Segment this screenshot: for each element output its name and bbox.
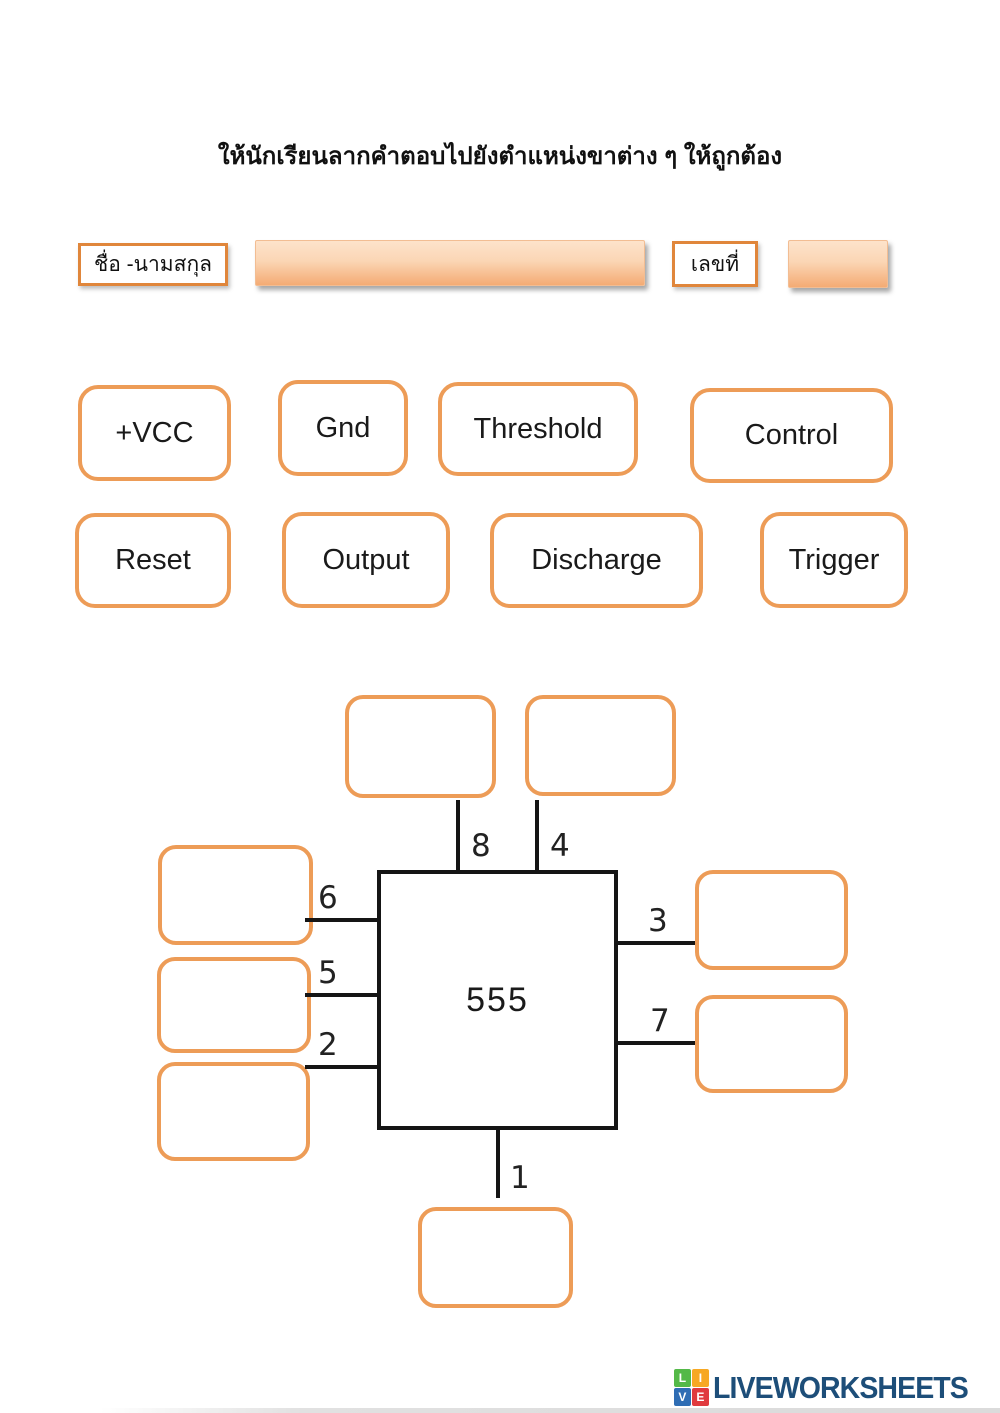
answer-chip-vcc[interactable]: +VCC (78, 385, 231, 481)
pin8-lead-line (456, 800, 460, 872)
answer-chip-control[interactable]: Control (690, 388, 893, 483)
drop-zone-pin2[interactable] (157, 1062, 310, 1161)
ic-555-body: 555 (377, 870, 618, 1130)
number-label: เลขที่ (672, 241, 758, 287)
pin5-lead-line (305, 993, 380, 997)
drop-zone-pin4[interactable] (525, 695, 676, 796)
answer-chip-discharge[interactable]: Discharge (490, 513, 703, 608)
pin6-lead-line (305, 918, 380, 922)
liveworksheets-wordmark: LIVEWORKSHEETS (712, 1370, 969, 1405)
worksheet-title: ให้นักเรียนลากคำตอบไปยังตำแหน่งขาต่าง ๆ … (217, 143, 783, 170)
pin-label-3: 3 (648, 903, 668, 939)
name-label: ชื่อ -นามสกุล (78, 243, 228, 286)
pin7-lead-line (615, 1041, 695, 1045)
drop-zone-pin3[interactable] (695, 870, 848, 970)
pin4-lead-line (535, 800, 539, 872)
pin2-lead-line (305, 1065, 380, 1069)
number-input[interactable] (788, 240, 888, 288)
pin-label-2: 2 (318, 1027, 338, 1063)
pin-label-6: 6 (318, 880, 338, 916)
answer-chip-gnd[interactable]: Gnd (278, 380, 408, 476)
drop-zone-pin1[interactable] (418, 1207, 573, 1308)
pin-label-4: 4 (550, 828, 570, 864)
pin-label-5: 5 (318, 955, 338, 991)
answer-chip-trigger[interactable]: Trigger (760, 512, 908, 608)
page-bottom-edge (0, 1408, 1000, 1413)
liveworksheets-logo-icon: L I V E (673, 1369, 710, 1407)
drop-zone-pin7[interactable] (695, 995, 848, 1093)
pin-label-7: 7 (650, 1003, 670, 1039)
answer-chip-threshold[interactable]: Threshold (438, 382, 638, 476)
pin-label-8: 8 (471, 828, 491, 864)
liveworksheets-brand-link[interactable]: L I V E LIVEWORKSHEETS (673, 1367, 990, 1409)
name-input[interactable] (255, 240, 645, 286)
answer-chip-reset[interactable]: Reset (75, 513, 231, 608)
pin3-lead-line (615, 941, 695, 945)
answer-chip-output[interactable]: Output (282, 512, 450, 608)
drop-zone-pin6[interactable] (158, 845, 313, 945)
pin-label-1: 1 (510, 1160, 530, 1196)
drop-zone-pin5[interactable] (157, 957, 311, 1053)
drop-zone-pin8[interactable] (345, 695, 496, 798)
pin1-lead-line (496, 1128, 500, 1198)
